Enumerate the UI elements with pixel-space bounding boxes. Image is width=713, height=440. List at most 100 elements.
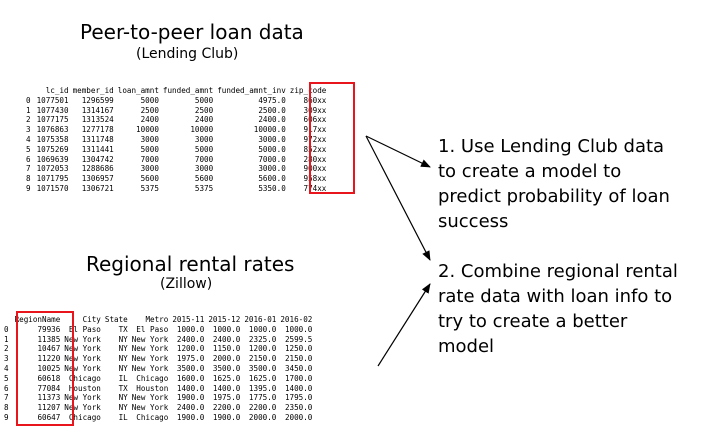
rental-table-cell: 10467 [37,344,61,354]
rental-table-cell: 1600.0 [176,373,205,383]
rental-table-cell: Chicago [136,373,169,383]
loan-table-cell: 1306957 [81,174,114,184]
rental-table-cell: 2400.0 [212,334,241,344]
rental-table-cell: New York [64,363,101,373]
loan-table-cell: 774xx [303,183,327,193]
rental-row-index: 6 [4,383,9,393]
rental-table-cell: 3500.0 [176,363,205,373]
rental-table-cell: 77084 [37,383,61,393]
loan-table-cell: 1311748 [81,134,114,144]
rental-table-cell: 60618 [37,373,61,383]
rental-table-cell: Chicago [68,412,101,422]
rental-table-cell: New York [131,403,169,413]
loan-table-cell: 1075358 [36,134,69,144]
loan-table-cell: 3000.0 [258,134,286,144]
rental-table-cell: 1775.0 [248,393,277,403]
loan-row-index: 9 [26,183,31,193]
rental-table-cell: 79936 [37,324,61,334]
rental-table-cell: 2000.0 [284,412,313,422]
rental-table-cell: 1395.0 [248,383,277,393]
loan-table-cell: 2400 [140,115,159,125]
rental-table-cell: 2000.0 [212,354,241,364]
rental-table-cell: New York [64,334,101,344]
loan-table-cell: 3000 [194,134,214,144]
rental-column-header: 2015-12 [208,315,241,324]
rental-table-cell: Houston [136,383,169,393]
rental-table-cell: TX [118,324,128,334]
loan-table-cell: 5350.0 [258,183,286,193]
loan-table-cell: 3000.0 [258,164,286,174]
rental-row-index: 8 [4,403,9,413]
loan-row-index: 3 [26,125,31,135]
rental-row-index: 7 [4,393,9,403]
rental-table-cell: 2150.0 [248,354,277,364]
loan-row-index: 4 [26,134,31,144]
rental-table-cell: El Paso [136,324,169,334]
rental-table-cell: 2400.0 [176,334,205,344]
rental-row-index: 4 [4,363,9,373]
rental-table-cell: 2150.0 [284,354,313,364]
rental-table-cell: 2599.5 [284,334,313,344]
arrow-zip-to-step2 [365,135,431,261]
rental-table-cell: 1000.0 [248,324,277,334]
loan-table-cell: 1304742 [81,154,114,164]
rental-table-cell: 3500.0 [248,363,277,373]
rental-table-cell: NY [118,393,128,403]
rental-table-cell: 2350.0 [284,403,313,413]
loan-table-cell: 280xx [303,154,327,164]
rental-row-index: 5 [4,373,9,383]
rental-table-cell: IL [118,412,128,422]
rental-table-cell: NY [118,334,128,344]
rental-table-cell: 1700.0 [284,373,313,383]
loan-table-cell: 1314167 [81,105,114,115]
loan-table-cell: 1075269 [36,144,69,154]
loan-table-cell: 5375 [194,183,214,193]
rental-table-cell: 2200.0 [248,403,277,413]
loan-table-cell: 1076863 [36,125,69,135]
loan-table-cell: 3000 [140,134,159,144]
arrow-region-to-step2 [377,283,431,367]
loan-table-cell: 1288686 [81,164,114,174]
region-name-highlight-box [16,311,74,426]
loan-row-index: 7 [26,164,31,174]
arrow-zip-to-step1 [365,135,431,168]
loan-table-cell: 2400.0 [258,115,286,125]
rental-table-cell: 1000.0 [176,324,205,334]
loan-table-cell: 2500 [140,105,159,115]
loan-table-cell: 2400 [194,115,214,125]
loan-table-cell: 1077501 [36,95,69,105]
rental-column-header: City [82,315,101,324]
step-2-text: 2. Combine regional rental rate data wit… [438,261,678,357]
rental-row-index: 2 [4,344,9,354]
rental-table-cell: New York [131,393,169,403]
loan-table-cell: 309xx [303,105,327,115]
rental-table-cell: 11207 [37,403,61,413]
rental-row-index: 0 [4,324,9,334]
rental-column-header: 2015-11 [172,315,205,324]
rental-table-cell: NY [118,363,128,373]
loan-table-cell: 5600 [140,174,159,184]
loan-column-header: member_id [72,86,114,95]
rental-table-cell: Chicago [68,373,101,383]
rental-title: Regional rental rates [86,252,295,276]
rental-row-index: 1 [4,334,9,344]
rental-table-cell: New York [64,344,101,354]
loan-table-cell: 10000 [190,125,214,135]
rental-table-cell: New York [64,354,101,364]
loan-subtitle: (Lending Club) [136,46,239,62]
loan-table-cell: 5000 [140,144,159,154]
loan-table-cell: 3000 [194,164,214,174]
